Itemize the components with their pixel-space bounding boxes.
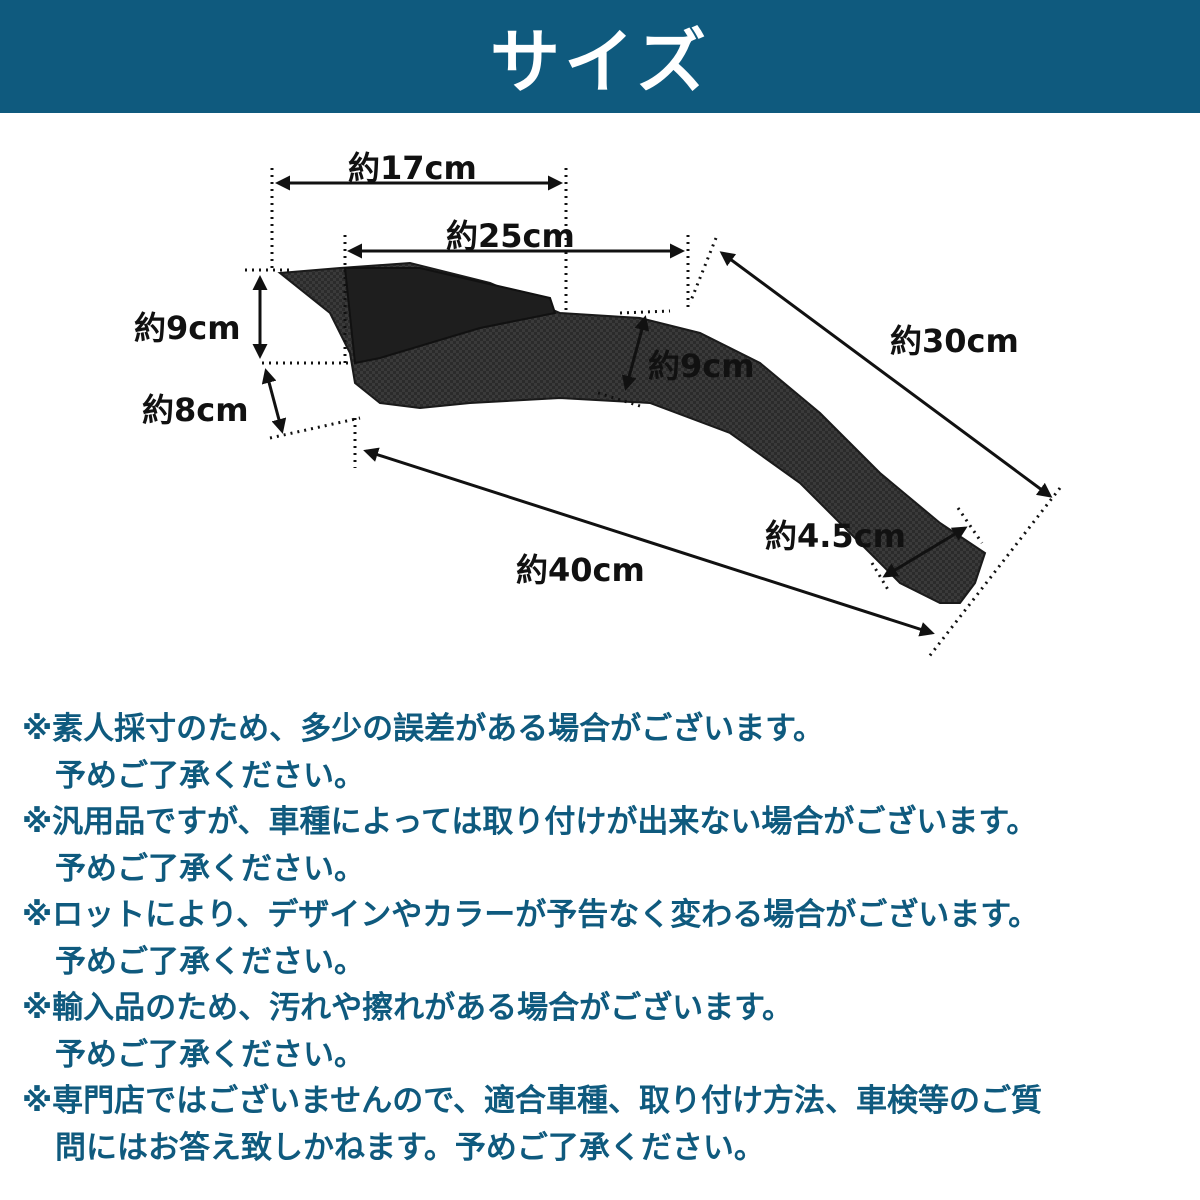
dim-left-lower: 約8cm	[142, 391, 249, 429]
note-sub: 問にはお答え致しかねます。予めご了承ください。	[55, 1129, 765, 1166]
note-item: ※汎用品ですが、車種によっては取り付けが出来ない場合がございます。 予めご了承く…	[22, 799, 1192, 892]
note-main: ※素人採寸のため、多少の誤差がある場合がございます。	[22, 711, 825, 747]
note-main: ※ロットにより、デザインやカラーが予告なく変わる場合がございます。	[22, 897, 1040, 933]
note-main: ※専門店ではございませんので、適合車種、取り付け方法、車検等のご質	[22, 1083, 1042, 1119]
dim-mid-height: 約9cm	[648, 347, 755, 385]
note-sub: 予めご了承ください。	[55, 943, 365, 980]
note-item: ※素人採寸のため、多少の誤差がある場合がございます。 予めご了承ください。	[22, 706, 1192, 799]
spoiler-fin	[343, 267, 557, 365]
note-item: ※専門店ではございませんので、適合車種、取り付け方法、車検等のご質 問にはお答え…	[22, 1078, 1192, 1171]
note-item: ※ロットにより、デザインやカラーが予告なく変わる場合がございます。 予めご了承く…	[22, 892, 1192, 985]
page-title: サイズ	[490, 21, 710, 103]
note-main: ※輸入品のため、汚れや擦れがある場合がございます。	[22, 990, 794, 1026]
dim-fin-length: 約25cm	[446, 217, 575, 255]
size-diagram: 約17cm 約25cm 約9cm 約8cm 約9cm 約30cm 約4.5cm …	[0, 113, 1200, 700]
dim-diagonal-length: 約30cm	[890, 322, 1019, 360]
note-sub: 予めご了承ください。	[55, 757, 365, 794]
note-item: ※輸入品のため、汚れや擦れがある場合がございます。 予めご了承ください。	[22, 985, 1192, 1078]
dim-tip-width: 約4.5cm	[765, 517, 907, 555]
dim-top-width: 約17cm	[348, 149, 477, 187]
header-banner: サイズ	[0, 0, 1200, 113]
notes-list: ※素人採寸のため、多少の誤差がある場合がございます。 予めご了承ください。 ※汎…	[22, 706, 1192, 1171]
note-sub: 予めご了承ください。	[55, 850, 365, 887]
note-main: ※汎用品ですが、車種によっては取り付けが出来ない場合がございます。	[22, 804, 1038, 840]
dim-left-height: 約9cm	[134, 309, 241, 347]
product-diagram-svg	[245, 168, 1062, 659]
spoiler-body	[277, 261, 987, 604]
dim-bottom-length: 約40cm	[516, 551, 645, 589]
note-sub: 予めご了承ください。	[55, 1036, 365, 1073]
